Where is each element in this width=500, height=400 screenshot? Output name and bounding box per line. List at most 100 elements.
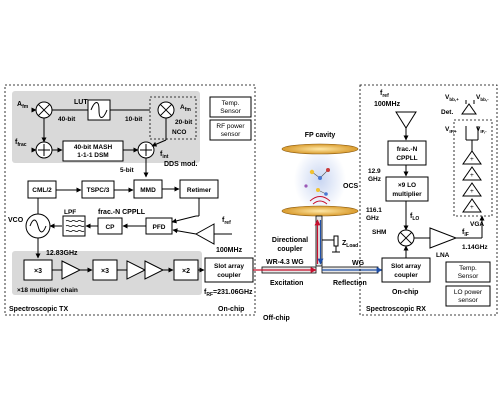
tx-rf-l2: sensor <box>221 131 241 138</box>
mmd-label: MMD <box>140 187 156 194</box>
cp-label: CP <box>105 224 115 231</box>
mash-dsm-block <box>62 140 124 162</box>
tx-temp-sensor <box>209 96 252 118</box>
rx-slot-l2: coupler <box>394 272 418 279</box>
rx-temp-l2: Sensor <box>458 273 479 280</box>
a-fm2-label: Afm <box>180 104 191 113</box>
if-freq-label: 1.14GHz <box>462 244 488 251</box>
dir-coupler-l1: Directional <box>272 237 308 244</box>
bits10-label: 10-bit <box>125 116 143 123</box>
tx-slot-l2: coupler <box>217 272 241 279</box>
vga-stage-3 <box>462 166 482 181</box>
rx-boundary <box>359 84 498 316</box>
rx-temp-sensor <box>445 261 491 283</box>
rx-lo-multiplier <box>385 176 429 202</box>
cml-label: CML/2 <box>32 187 52 194</box>
bits20-label: 20-bit <box>175 119 193 126</box>
dds-mod-label: DDS mod. <box>164 161 198 168</box>
offchip-label: Off-chip <box>263 315 290 322</box>
rx-temp-l1: Temp. <box>459 265 477 272</box>
lut-label: LUT <box>74 99 88 106</box>
wr-label: WR-4.3 WG <box>266 259 304 266</box>
shm-label: SHM <box>372 229 386 236</box>
detector <box>461 103 477 115</box>
nco-label: NCO <box>172 129 186 136</box>
zload-resistor <box>333 235 339 247</box>
tx-temp-l1: Temp. <box>222 100 240 107</box>
f1161-l2: GHz <box>366 215 380 222</box>
fp-cavity-label: FP cavity <box>305 132 336 139</box>
reflection-label: Reflection <box>333 280 367 287</box>
tx-rf-power-sensor <box>209 119 252 141</box>
rx-lo-l2: multiplier <box>392 191 422 198</box>
f1161-l1: 116.1 <box>366 207 382 214</box>
bottom-mirror <box>281 205 359 217</box>
pfd-block <box>145 217 173 235</box>
vga-plus-3: + <box>470 172 474 179</box>
tx-slot-l1: Slot array <box>214 263 244 270</box>
tx-slot-coupler <box>204 257 254 283</box>
rx-cppll-block <box>387 140 427 166</box>
vga-stage-4 <box>462 150 482 165</box>
rx-cppll-l1: frac.-N <box>397 146 418 153</box>
rx-lo-l1: ×9 LO <box>398 182 416 189</box>
zload-label: ZLoad <box>342 240 358 249</box>
tx-temp-l2: Sensor <box>220 108 241 115</box>
tx-title: Spectroscopic TX <box>9 306 68 313</box>
f129-l2: GHz <box>368 176 382 183</box>
rx-title: Spectroscopic RX <box>366 306 426 313</box>
wg-label: WG <box>352 260 365 267</box>
f129-l1: 12.9 <box>368 168 381 175</box>
cp-block <box>97 217 123 235</box>
waveguide-stem <box>315 215 323 267</box>
mixer-nco <box>157 101 175 119</box>
pfd-label: PFD <box>153 224 166 231</box>
top-mirror <box>281 143 359 155</box>
rx-lopwr-l2: sensor <box>458 297 478 304</box>
tx-rf-l1: RF power <box>216 123 245 130</box>
excitation-label: Excitation <box>270 280 303 287</box>
rx-lopwr-l1: LO power <box>454 289 483 296</box>
vga-stage-2 <box>462 182 482 197</box>
tx-section: Afm LUT 40-bit 10-bit Afm 20-bit NCO Tem… <box>4 84 256 316</box>
mixer-tx-top <box>35 101 53 119</box>
vco-freq-label: 12.83GHz <box>46 250 78 257</box>
rx-lo-power-sensor <box>445 285 491 307</box>
vga-plus-1: + <box>470 204 474 211</box>
rx-section: fref 100MHz frac.-N CPPLL 12.9 GHz ×9 LO… <box>359 84 498 316</box>
vif-plus-label: VIF,+ <box>445 126 457 134</box>
tx-boundary <box>4 84 256 316</box>
amp-tx-3 <box>144 260 165 280</box>
bits5-label: 5-bit <box>120 167 135 174</box>
f-rf-label: fRF=231.06GHz <box>204 289 253 298</box>
f-int-label: fint <box>160 151 169 160</box>
vco-label: VCO <box>8 217 24 224</box>
f-if-label: fIF <box>462 229 469 238</box>
fracn-label: frac.-N CPPLL <box>98 209 146 216</box>
vga-plus-2: + <box>470 188 474 195</box>
bits40-label: 40-bit <box>58 116 76 123</box>
det-label: Det. <box>441 109 453 116</box>
molecules <box>304 168 330 196</box>
chain-label: ×18 multiplier chain <box>17 287 78 294</box>
amp-tx-2 <box>126 260 147 280</box>
rx-cppll-l2: CPPLL <box>396 155 417 162</box>
x3-label-2: ×3 <box>101 268 109 275</box>
x3-label-1: ×3 <box>34 268 42 275</box>
vga-plus-4: + <box>470 156 474 163</box>
rx-ref-freq: 100MHz <box>374 101 401 108</box>
adder-tx-right <box>137 141 155 159</box>
rx-slot-coupler <box>381 257 431 283</box>
tx-ref-freq: 100MHz <box>216 247 243 254</box>
rx-onchip: On-chip <box>392 289 418 296</box>
shm-mixer <box>397 229 415 247</box>
lna-label: LNA <box>436 252 450 259</box>
rx-ref-buffer <box>395 111 417 129</box>
tx-ref-buffer <box>194 223 215 245</box>
f-lo-label: fLO <box>410 213 419 222</box>
rx-lna <box>429 227 458 249</box>
mash-l1: 40-bit MASH <box>74 144 113 151</box>
vga-label: VGA <box>470 221 484 228</box>
vga-box <box>453 119 493 217</box>
